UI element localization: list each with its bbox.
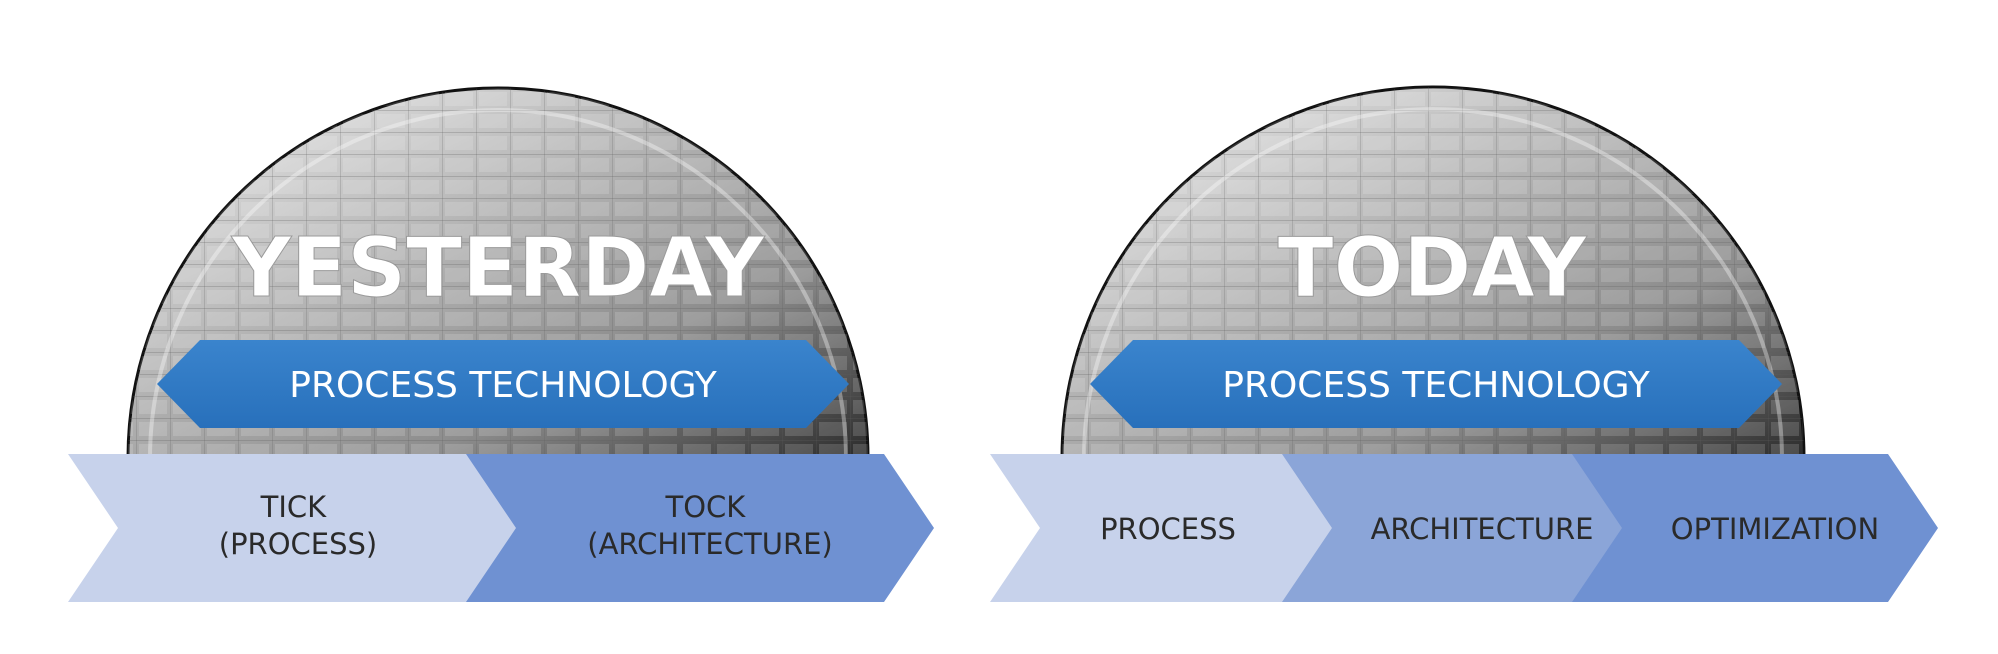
step-line-1: TICK (260, 490, 328, 524)
process-technology-band: PROCESS TECHNOLOGY (157, 340, 849, 428)
step-process: PROCESS (990, 454, 1382, 602)
panel-title: TODAY (1278, 221, 1588, 316)
panel-today: TODAY PROCESS TECHNOLOGY PROCESS ARCHITE… (990, 85, 1938, 602)
band-label: PROCESS TECHNOLOGY (289, 365, 718, 406)
band-label: PROCESS TECHNOLOGY (1222, 365, 1651, 406)
step-label: PROCESS (1100, 512, 1236, 546)
panel-title: YESTERDAY (231, 221, 766, 316)
step-label: TOCK (ARCHITECTURE) (587, 490, 832, 561)
step-line-2: (ARCHITECTURE) (587, 527, 832, 561)
step-line-2: (PROCESS) (219, 527, 377, 561)
step-label: ARCHITECTURE (1371, 512, 1594, 546)
step-label: TICK (PROCESS) (219, 490, 377, 561)
step-tick: TICK (PROCESS) (68, 454, 578, 602)
step-optimization: OPTIMIZATION (1572, 454, 1938, 602)
process-technology-band: PROCESS TECHNOLOGY (1090, 340, 1782, 428)
step-tock: TOCK (ARCHITECTURE) (466, 454, 934, 602)
step-label: OPTIMIZATION (1671, 512, 1879, 546)
step-architecture: ARCHITECTURE (1282, 454, 1670, 602)
panel-yesterday: YESTERDAY PROCESS TECHNOLOGY TICK (PROCE… (68, 86, 934, 602)
step-line-1: TOCK (664, 490, 746, 524)
